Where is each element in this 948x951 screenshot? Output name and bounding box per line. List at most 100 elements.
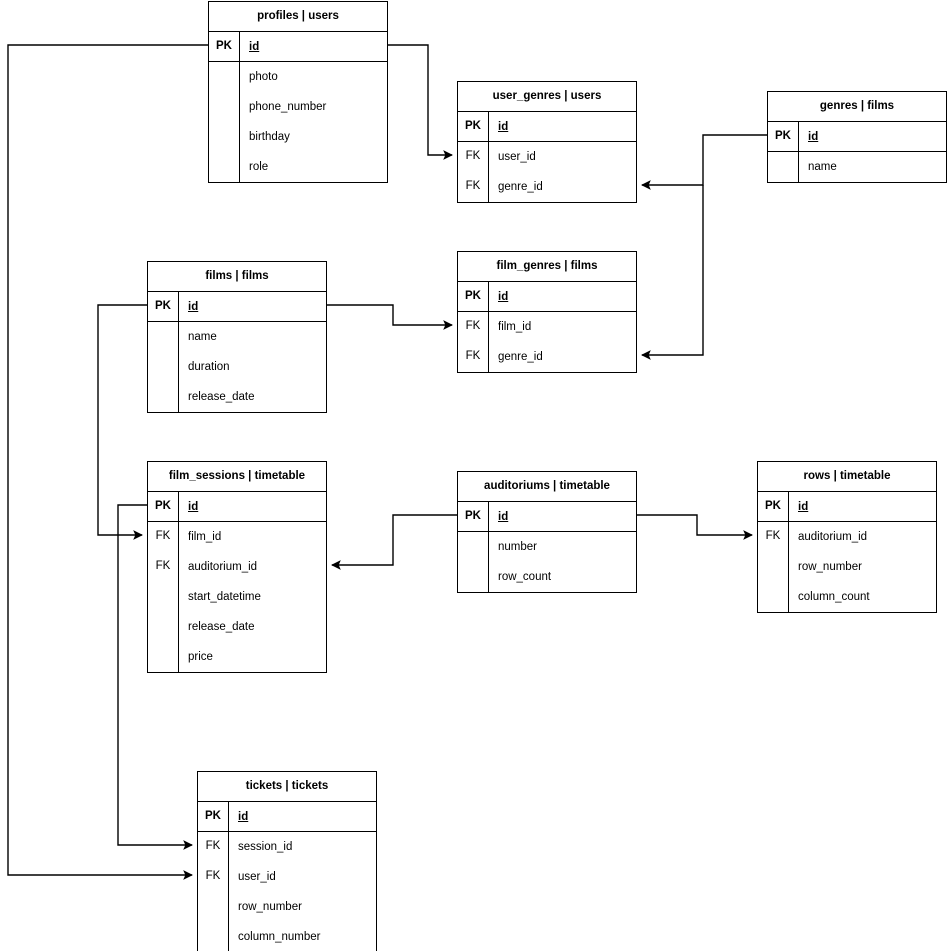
- attribute-row[interactable]: row_number: [198, 892, 376, 922]
- attribute-key-label: PK: [155, 500, 171, 512]
- key-column-divider: [228, 862, 229, 892]
- entity-title: user_genres | users: [458, 82, 636, 112]
- attribute-row[interactable]: start_datetime: [148, 582, 326, 612]
- attribute-row[interactable]: phone_number: [209, 92, 387, 122]
- attribute-key-label: [148, 382, 178, 412]
- attribute-key-label: PK: [465, 510, 481, 522]
- attribute-row[interactable]: photo: [209, 62, 387, 92]
- attribute-row[interactable]: row_count: [458, 562, 636, 592]
- attribute-row[interactable]: name: [768, 152, 946, 182]
- entity-attribute-group: number row_count: [458, 532, 636, 592]
- attribute-key-label: PK: [216, 40, 232, 52]
- attribute-key-label: FK: [465, 180, 481, 192]
- key-column-divider: [178, 642, 179, 672]
- key-column-divider: [178, 522, 179, 552]
- attribute-key-label: [148, 612, 178, 642]
- attribute-row[interactable]: release_date: [148, 382, 326, 412]
- relationship-profiles-user_genres[interactable]: [388, 44, 453, 160]
- entity-attribute-group: name: [768, 152, 946, 182]
- key-column-divider: [488, 112, 489, 141]
- attribute-key-label: [198, 892, 228, 922]
- attribute-row[interactable]: FK user_id: [198, 862, 376, 892]
- attribute-name: genre_id: [498, 351, 543, 363]
- attribute-row[interactable]: duration: [148, 352, 326, 382]
- attribute-row[interactable]: birthday: [209, 122, 387, 152]
- attribute-row[interactable]: column_number: [198, 922, 376, 951]
- relationship-genres-user_genres[interactable]: [641, 134, 767, 190]
- attribute-row[interactable]: role: [209, 152, 387, 182]
- key-column-divider: [228, 802, 229, 831]
- attribute-row[interactable]: release_date: [148, 612, 326, 642]
- relationship-genres-film_genres[interactable]: [641, 185, 704, 360]
- attribute-key-label: [458, 532, 488, 562]
- attribute-name: name: [188, 331, 217, 343]
- attribute-key-label: [758, 582, 788, 612]
- relationship-profiles-tickets[interactable]: [7, 44, 208, 880]
- attribute-name: row_number: [238, 901, 302, 913]
- attribute-row-pk[interactable]: PK id: [458, 282, 636, 312]
- key-column-divider: [228, 922, 229, 951]
- key-column-divider: [488, 282, 489, 311]
- attribute-row[interactable]: price: [148, 642, 326, 672]
- attribute-key-label: [209, 152, 239, 182]
- attribute-key-label: [148, 322, 178, 352]
- key-column-divider: [178, 382, 179, 412]
- attribute-name: id: [808, 130, 819, 143]
- relationship-films-film_genres[interactable]: [327, 304, 453, 330]
- key-column-divider: [788, 582, 789, 612]
- key-column-divider: [788, 492, 789, 521]
- attribute-name: genre_id: [498, 181, 543, 193]
- relationship-auditoriums-rows[interactable]: [637, 514, 753, 540]
- attribute-name: user_id: [238, 871, 276, 883]
- attribute-name: release_date: [188, 391, 255, 403]
- attribute-key-label: PK: [465, 290, 481, 302]
- attribute-row[interactable]: column_count: [758, 582, 936, 612]
- attribute-name: id: [498, 290, 509, 303]
- entity-title: genres | films: [768, 92, 946, 122]
- attribute-name: id: [188, 300, 199, 313]
- relationship-auditoriums-film_sessions[interactable]: [331, 514, 457, 570]
- relationship-films-film_sessions[interactable]: [97, 304, 147, 540]
- attribute-key-label: FK: [205, 870, 221, 882]
- attribute-name: birthday: [249, 131, 290, 143]
- entity-title: auditoriums | timetable: [458, 472, 636, 502]
- attribute-row[interactable]: name: [148, 322, 326, 352]
- attribute-key-label: [758, 552, 788, 582]
- entity-title: profiles | users: [209, 2, 387, 32]
- attribute-key-label: FK: [465, 320, 481, 332]
- attribute-row[interactable]: FK genre_id: [458, 172, 636, 202]
- attribute-row[interactable]: number: [458, 532, 636, 562]
- attribute-key-label: PK: [765, 500, 781, 512]
- key-column-divider: [239, 32, 240, 61]
- attribute-name: number: [498, 541, 537, 553]
- attribute-row[interactable]: row_number: [758, 552, 936, 582]
- entity-title: rows | timetable: [758, 462, 936, 492]
